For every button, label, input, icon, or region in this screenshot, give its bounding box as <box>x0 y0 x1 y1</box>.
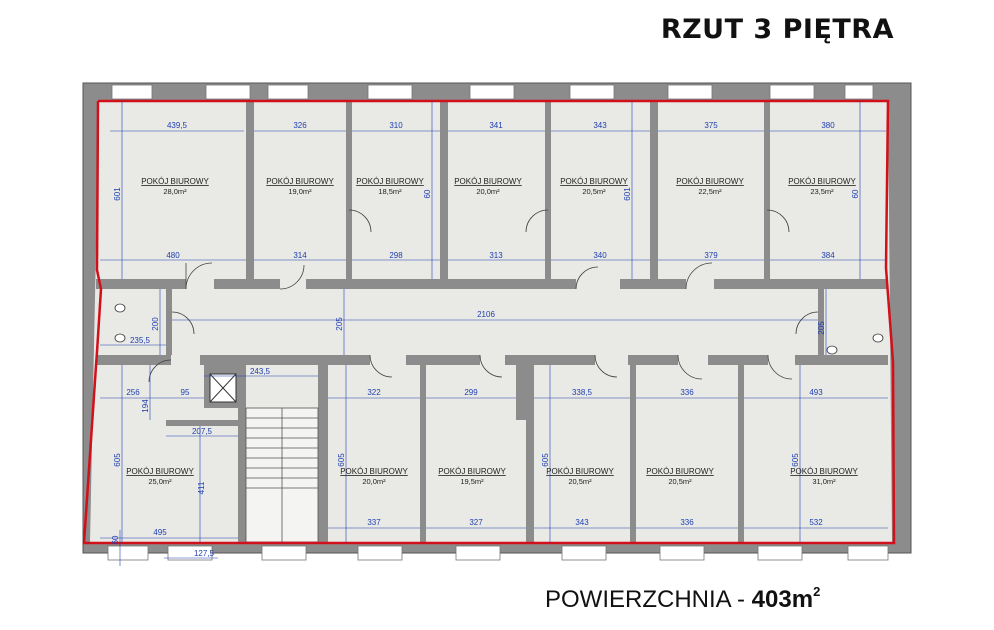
dimension-lines <box>100 101 888 566</box>
room-7-area: 23,5m² <box>810 187 834 196</box>
dim-label: 235,5 <box>130 336 151 345</box>
dimension-labels: 439,5 326 310 341 343 375 380 480 314 29… <box>111 121 860 558</box>
floor-outline <box>82 99 896 545</box>
area-superscript: 2 <box>813 584 821 599</box>
dim-label: 493 <box>809 388 823 397</box>
elevator-shaft <box>204 365 246 408</box>
dim-label: 379 <box>704 251 718 260</box>
dim-label: 326 <box>293 121 307 130</box>
dim-label: 207,5 <box>192 427 213 436</box>
dim-label: 205 <box>817 321 826 335</box>
room-11-area: 20,5m² <box>568 477 592 486</box>
dim-label: 327 <box>469 518 483 527</box>
dim-label: 384 <box>821 251 835 260</box>
room-12-area: 20,5m² <box>668 477 692 486</box>
page-title: RZUT 3 PIĘTRA <box>660 14 894 45</box>
dim-label: 601 <box>113 187 122 201</box>
dim-label: 343 <box>575 518 589 527</box>
room-4-area: 20,0m² <box>476 187 500 196</box>
total-area: POWIERZCHNIA - 403m2 <box>545 584 821 614</box>
dim-label: 310 <box>389 121 403 130</box>
dim-label: 313 <box>489 251 503 260</box>
room-9-name: POKÓJ BIUROWY <box>340 467 408 476</box>
room-5-name: POKÓJ BIUROWY <box>560 177 628 186</box>
room-11-name: POKÓJ BIUROWY <box>546 467 614 476</box>
dim-label: 337 <box>367 518 381 527</box>
room-3-name: POKÓJ BIUROWY <box>356 177 424 186</box>
area-label: POWIERZCHNIA - <box>545 586 752 613</box>
room-10-name: POKÓJ BIUROWY <box>438 467 506 476</box>
dim-label: 336 <box>680 518 694 527</box>
dim-label: 343 <box>593 121 607 130</box>
dim-label: 605 <box>541 453 550 467</box>
dim-label: 495 <box>153 528 167 537</box>
room-10-area: 19,5m² <box>460 477 484 486</box>
dim-label: 194 <box>141 399 150 413</box>
dim-label: 341 <box>489 121 503 130</box>
dim-label: 338,5 <box>572 388 593 397</box>
wc-fixtures <box>114 303 884 355</box>
windows-top <box>111 84 874 100</box>
dim-label: 60 <box>851 189 860 198</box>
room-6-area: 22,5m² <box>698 187 722 196</box>
dim-label: 380 <box>821 121 835 130</box>
windows-bottom <box>107 545 889 561</box>
room-2-name: POKÓJ BIUROWY <box>266 177 334 186</box>
dim-label: 60 <box>423 189 432 198</box>
dim-label: 314 <box>293 251 307 260</box>
dim-label: 439,5 <box>167 121 188 130</box>
area-value: 403m <box>751 586 814 613</box>
dim-label: 205 <box>335 317 344 331</box>
dim-label: 299 <box>464 388 478 397</box>
room-5-area: 20,5m² <box>582 187 606 196</box>
dim-label: 243,5 <box>250 367 271 376</box>
dim-label: 60 <box>111 535 120 544</box>
room-12-name: POKÓJ BIUROWY <box>646 467 714 476</box>
dim-label: 200 <box>151 317 160 331</box>
room-6-name: POKÓJ BIUROWY <box>676 177 744 186</box>
room-3-area: 18,5m² <box>378 187 402 196</box>
room-labels: POKÓJ BIUROWY 28,0m² POKÓJ BIUROWY 19,0m… <box>126 177 858 486</box>
dim-label: 605 <box>791 453 800 467</box>
dim-label: 256 <box>126 388 140 397</box>
dim-label: 298 <box>389 251 403 260</box>
dim-label: 340 <box>593 251 607 260</box>
room-2-area: 19,0m² <box>288 187 312 196</box>
room-7-name: POKÓJ BIUROWY <box>788 177 856 186</box>
room-13-area: 31,0m² <box>812 477 836 486</box>
dim-label: 411 <box>197 481 206 494</box>
staircase <box>245 407 319 543</box>
dim-label: 2106 <box>477 310 495 319</box>
dim-label: 601 <box>623 187 632 201</box>
room-1-area: 28,0m² <box>163 187 187 196</box>
room-8-name: POKÓJ BIUROWY <box>126 467 194 476</box>
room-9-area: 20,0m² <box>362 477 386 486</box>
room-4-name: POKÓJ BIUROWY <box>454 177 522 186</box>
door-swings <box>148 209 819 383</box>
dim-label: 336 <box>680 388 694 397</box>
dim-label: 95 <box>181 388 190 397</box>
room-8-area: 25,0m² <box>148 477 172 486</box>
dim-label: 322 <box>367 388 381 397</box>
interior-walls <box>96 101 888 542</box>
dim-label: 127,5 <box>194 549 215 558</box>
dim-label: 605 <box>113 453 122 467</box>
dim-label: 375 <box>704 121 718 130</box>
dim-label: 605 <box>337 453 346 467</box>
dim-label: 532 <box>809 518 823 527</box>
room-1-name: POKÓJ BIUROWY <box>141 177 209 186</box>
dim-label: 480 <box>166 251 180 260</box>
room-13-name: POKÓJ BIUROWY <box>790 467 858 476</box>
